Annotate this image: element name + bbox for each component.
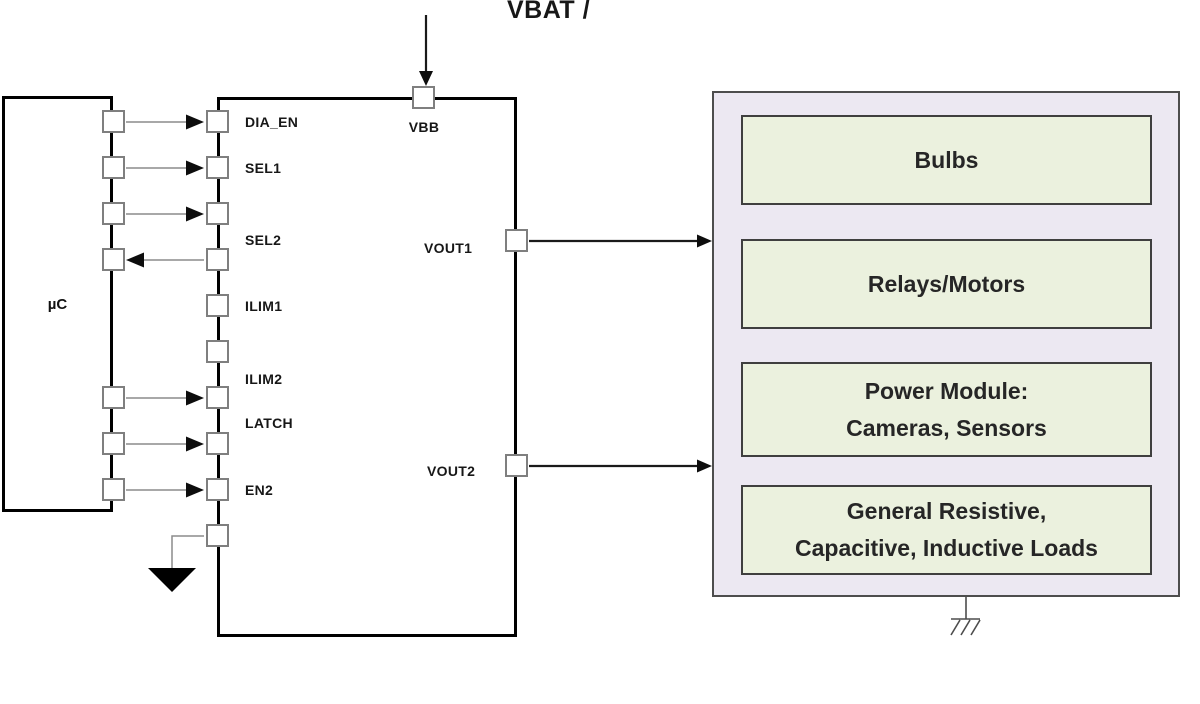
mcu-pin <box>102 156 125 179</box>
load-label: Relays/Motors <box>867 270 1026 297</box>
ilim2-pin <box>206 340 229 363</box>
ilim1-pin <box>206 294 229 317</box>
dia-en-label: DIA_EN <box>245 114 299 130</box>
sel2-label: SEL2 <box>245 232 282 248</box>
sel1-pin <box>206 156 229 179</box>
vout1-pin <box>505 229 528 252</box>
mcu-pin <box>102 432 125 455</box>
ilim2-label: ILIM2 <box>245 371 283 387</box>
load-box-general-loads: General Resistive, Capacitive, Inductive… <box>741 485 1152 575</box>
load-box-power-module: Power Module: Cameras, Sensors <box>741 362 1152 457</box>
sel2-in-pin <box>206 202 229 225</box>
gnd-pin <box>206 524 229 547</box>
vbat-supply-label: VBAT / <box>507 0 591 24</box>
vout1-label: VOUT1 <box>424 240 473 256</box>
latch-label: LATCH <box>245 415 293 431</box>
vbat-wire <box>419 15 433 86</box>
load-box-relays-motors: Relays/Motors <box>741 239 1152 329</box>
loads-ground-icon <box>950 596 981 636</box>
mcu-pin <box>102 478 125 501</box>
load-label: General Resistive, <box>846 498 1047 524</box>
mcu-label: µC <box>47 295 68 313</box>
en-pin <box>206 432 229 455</box>
load-label: Cameras, Sensors <box>846 414 1047 441</box>
mcu-box: µC <box>2 96 113 512</box>
load-box-bulbs: Bulbs <box>741 115 1152 205</box>
vout1-wire <box>529 234 712 248</box>
mcu-pin <box>102 386 125 409</box>
vbb-pin <box>412 86 435 109</box>
loads-panel: Bulbs Relays/Motors Power Module: Camera… <box>712 91 1180 597</box>
ic-ground-icon <box>148 535 204 592</box>
vbb-pin-label: VBB <box>408 119 440 135</box>
vout2-wire <box>529 459 712 473</box>
load-label: Power Module: <box>864 377 1029 404</box>
load-label: Capacitive, Inductive Loads <box>795 535 1098 561</box>
sel2-out-pin <box>206 248 229 271</box>
mcu-to-ic-arrows <box>126 114 204 498</box>
power-switch-ic-box <box>217 97 517 637</box>
mcu-pin <box>102 202 125 225</box>
vout2-label: VOUT2 <box>427 463 476 479</box>
ic-to-mcu-arrow <box>126 252 204 268</box>
vout2-pin <box>505 454 528 477</box>
sel1-label: SEL1 <box>245 160 282 176</box>
en2-label: EN2 <box>245 482 274 498</box>
load-label: Bulbs <box>914 146 979 173</box>
mcu-pin <box>102 248 125 271</box>
dia-en-pin <box>206 110 229 133</box>
mcu-pin <box>102 110 125 133</box>
latch-pin <box>206 386 229 409</box>
ilim1-label: ILIM1 <box>245 298 283 314</box>
en2-pin <box>206 478 229 501</box>
